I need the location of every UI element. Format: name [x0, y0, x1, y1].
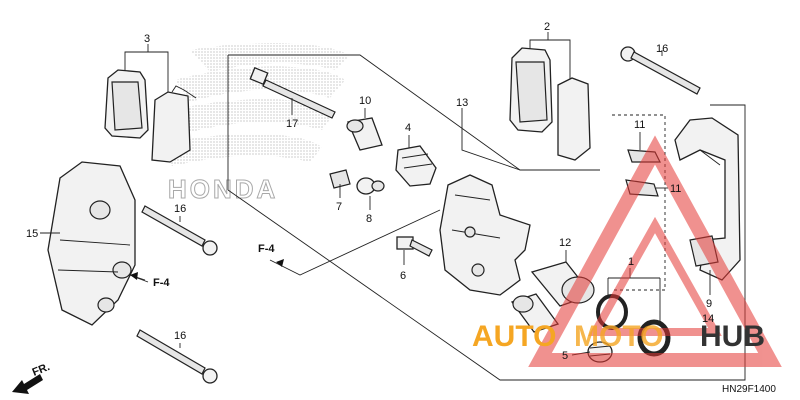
callout-8: 8 [366, 213, 372, 225]
callout-7: 7 [336, 201, 342, 213]
watermark-text: AUTO MOTO HUB [472, 320, 765, 353]
caliper-body-15 [47, 161, 136, 326]
callout-11-upper: 11 [634, 119, 645, 131]
bolt-16-lower-left [136, 329, 218, 384]
bolt-16-right [620, 46, 701, 95]
callout-13: 13 [456, 97, 468, 109]
kit-1-brackets [607, 114, 666, 322]
bolt-6 [396, 236, 433, 257]
svg-text:FR.: FR. [31, 361, 52, 379]
bleeder-valve-7 [329, 169, 351, 189]
brake-pad-set-left [104, 69, 197, 163]
callout-5: 5 [562, 350, 568, 362]
callout-6: 6 [400, 270, 406, 282]
boot-4 [395, 145, 437, 187]
diagram-code: HN29F1400 [722, 384, 776, 395]
caliper-bracket [439, 174, 531, 296]
callout-4: 4 [405, 122, 411, 134]
bolt-16-upper-left [141, 205, 218, 256]
callout-16-lower: 16 [174, 330, 186, 342]
callout-16-right: 16 [656, 43, 668, 55]
piston-small [510, 293, 560, 333]
honda-logo-text: HONDA [168, 174, 278, 204]
callout-16-upper: 16 [174, 203, 186, 215]
svg-text:F-4: F-4 [153, 277, 170, 289]
svg-text:F-4: F-4 [258, 243, 275, 255]
callout-12: 12 [559, 237, 571, 249]
bleeder-cap-8 [356, 177, 385, 195]
callout-14: 14 [702, 313, 714, 325]
honda-wing-logo: HONDA [160, 43, 350, 205]
brake-pad-set-right [509, 47, 591, 161]
callout-11-lower: 11 [670, 183, 681, 195]
callout-9: 9 [706, 298, 712, 310]
svg-text:HUB: HUB [700, 320, 765, 353]
callout-15: 15 [26, 228, 38, 240]
bolt-17 [249, 66, 336, 119]
svg-text:MOTO: MOTO [574, 320, 663, 353]
fr-arrow: FR. [12, 361, 52, 394]
callout-3: 3 [144, 33, 150, 45]
callout-10: 10 [359, 95, 371, 107]
callout-2: 2 [544, 21, 550, 33]
callout-labels: 3 2 16 17 10 4 13 7 8 6 15 16 16 12 1 5 … [26, 21, 714, 362]
callout-1: 1 [628, 256, 634, 268]
assembly-outline [227, 54, 746, 381]
callout-17: 17 [286, 118, 298, 130]
watermark-logo [528, 135, 782, 367]
ref-f4-left: F-4 [130, 272, 170, 289]
ref-f4-mid: F-4 [258, 243, 284, 267]
sleeve-10 [346, 117, 383, 151]
svg-text:AUTO: AUTO [472, 320, 556, 353]
pads-brackets [124, 39, 571, 95]
